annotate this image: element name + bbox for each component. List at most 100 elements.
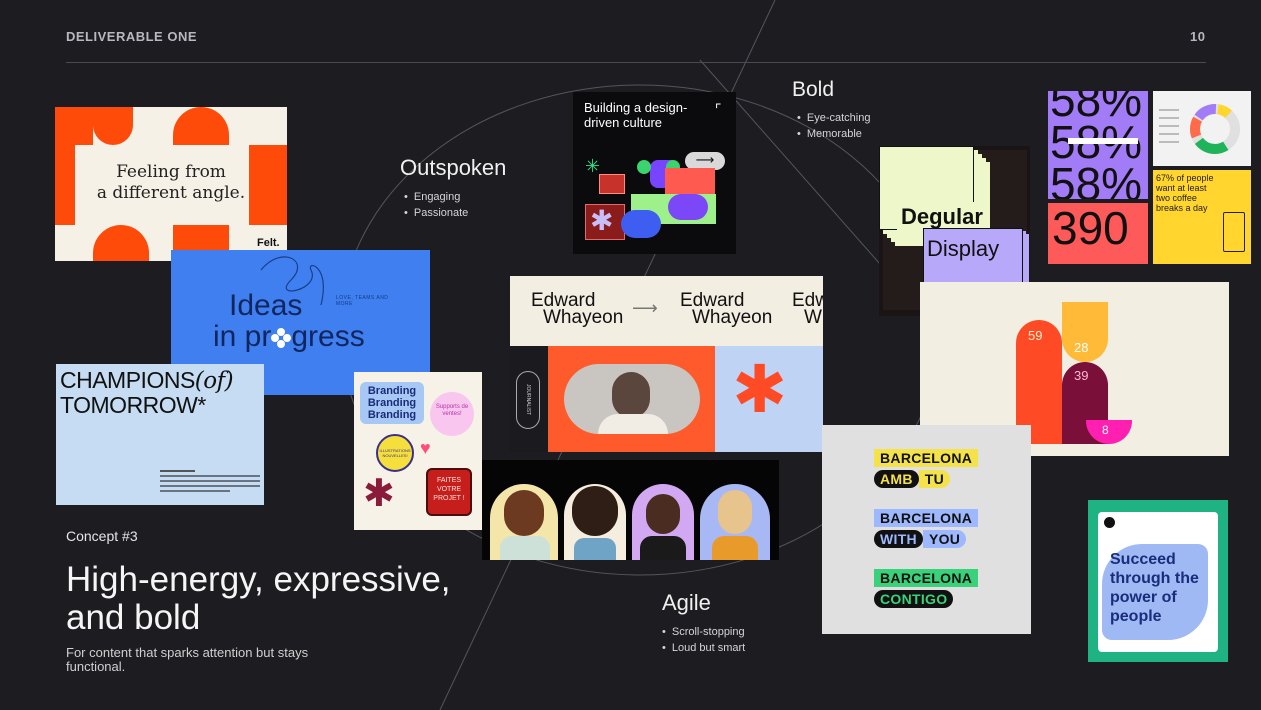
- name-line: W: [804, 307, 822, 328]
- concept-description: For content that sparks attention but st…: [66, 646, 308, 674]
- barcelona-tag: CONTIGO: [874, 590, 954, 608]
- supports-badge: Supports de ventes!: [430, 392, 474, 436]
- bar-label: 28: [1074, 340, 1089, 355]
- keyword-agile: Agile Scroll-stopping Loud but smart: [662, 590, 745, 656]
- barcelona-word: BARCELONA: [874, 449, 979, 467]
- portrait-4: [700, 484, 770, 560]
- keyword-bold: Bold Eye-catching Memorable: [792, 78, 870, 142]
- ideas-small-text: LOVE, TEAMS AND MORE: [336, 295, 389, 307]
- name-line: Edward: [531, 290, 596, 311]
- keyword-title: Outspoken: [400, 155, 507, 180]
- barcelona-tag: YOU: [922, 530, 967, 548]
- coffee-machine-icon: [1223, 212, 1245, 252]
- keyword-item: Scroll-stopping: [662, 624, 745, 640]
- succeed-card: Succeed through the power of people: [1088, 500, 1228, 662]
- journalist-label: JOURNALIST: [516, 371, 540, 429]
- name-block-1: Edward Whayeon: [531, 290, 624, 328]
- barcelona-block-3: BARCELONA CONTIGO: [874, 569, 979, 609]
- succeed-headline: Succeed through the power of people: [1110, 550, 1199, 626]
- stickers-card: Branding Branding Branding Supports de v…: [354, 372, 482, 530]
- branding-line: Branding: [367, 397, 417, 409]
- bar-label: 59: [1028, 328, 1043, 343]
- concept-title-line: and bold: [66, 598, 201, 637]
- logo-icon: [1104, 517, 1115, 528]
- felt-line: a different angle.: [96, 183, 246, 203]
- ideas-line: Ideas: [229, 289, 303, 322]
- branding-sticker: Branding Branding Branding: [360, 382, 424, 424]
- illustrations-badge: ILLUSTRATIONS NOUVELLES!: [376, 434, 414, 472]
- donut-tile: [1153, 91, 1251, 166]
- barcelona-word: BARCELONA: [874, 569, 979, 587]
- succeed-line: people: [1110, 608, 1162, 625]
- keyword-title: Bold: [792, 78, 835, 101]
- keyword-item: Memorable: [797, 126, 870, 142]
- portraits-strip: [482, 460, 779, 560]
- design-culture-title: Building a design- driven culture: [584, 100, 687, 130]
- badge-line: VOTRE: [436, 486, 462, 493]
- big-number: 390: [1052, 203, 1129, 254]
- design-line: Building a design-: [584, 100, 688, 115]
- champions-line: TOMORROW*: [60, 392, 206, 418]
- barcelona-tag: WITH: [874, 530, 923, 548]
- succeed-line: Succeed: [1110, 551, 1176, 568]
- bar-label: 8: [1102, 423, 1109, 437]
- keyword-title: Agile: [662, 590, 711, 615]
- section-title: DELIVERABLE ONE: [66, 29, 198, 44]
- spark-icon: ✳: [585, 156, 601, 176]
- arrow-pill-icon: ⟶: [685, 152, 725, 170]
- keyword-item: Passionate: [404, 205, 506, 221]
- bar-28: [1062, 302, 1108, 362]
- name-block-3: Edw W: [792, 291, 823, 328]
- badge-line: FAITES: [436, 477, 462, 484]
- big-percent: 58%: [1050, 91, 1143, 126]
- keyword-outspoken: Outspoken Engaging Passionate: [400, 155, 506, 221]
- succeed-line: power of: [1110, 589, 1177, 606]
- felt-card: Feeling from a different angle. Felt.: [55, 107, 287, 261]
- barcelona-tag: AMB: [874, 470, 919, 488]
- donut-chart-icon: [1159, 104, 1240, 154]
- champions-line: CHAMPIONS(of): [60, 367, 234, 394]
- felt-headline: Feeling from a different angle.: [55, 162, 287, 204]
- flower-icon: [271, 323, 292, 348]
- badge-line: PROJET !: [433, 495, 465, 502]
- page-number: 10: [1190, 29, 1206, 44]
- coffee-text: 67% of people want at least two coffee b…: [1156, 173, 1214, 213]
- degular-line-2: Display: [927, 236, 1000, 261]
- barcelona-word: BARCELONA: [874, 509, 979, 527]
- portrait-photo: [564, 364, 700, 434]
- big-number-tile: 390: [1048, 203, 1148, 264]
- succeed-line: through the: [1110, 570, 1199, 587]
- branding-line: Branding: [367, 409, 417, 421]
- branding-line: Branding: [367, 385, 417, 397]
- portrait-1: [490, 484, 558, 560]
- barcelona-tag: TU: [918, 470, 951, 488]
- arrow-icon: ⟶: [632, 298, 658, 318]
- felt-logo: Felt.: [257, 237, 280, 249]
- figma-icon: ⌜: [715, 101, 722, 117]
- name-line: Edward: [680, 290, 745, 311]
- champions-card: CHAMPIONS(of) TOMORROW*: [56, 364, 264, 505]
- edward-card: Edward Whayeon ⟶ Edward Whayeon Edw W JO…: [510, 276, 823, 452]
- concept-label: Concept #3: [66, 528, 138, 544]
- faites-badge: FAITES VOTRE PROJET !: [426, 468, 472, 516]
- heart-icon: ♥: [420, 438, 431, 458]
- concept-title: High-energy, expressive, and bold: [66, 561, 451, 637]
- name-line: Whayeon: [543, 307, 624, 328]
- portrait-2: [564, 484, 626, 560]
- bar-59: [1016, 320, 1062, 444]
- asterisk-icon: ✱: [363, 473, 395, 515]
- keyword-item: Engaging: [404, 189, 506, 205]
- design-culture-card: Building a design- driven culture ⌜ ✳ ⟶ …: [573, 92, 736, 254]
- scribble-icon: [260, 256, 324, 306]
- percent-tile: 58% 58% 58%: [1048, 91, 1148, 199]
- header-divider: [66, 62, 1206, 63]
- design-line: driven culture: [584, 115, 663, 130]
- description-line: functional.: [66, 659, 126, 674]
- name-block-2: Edward Whayeon: [680, 290, 772, 327]
- champions-body-text: [160, 470, 260, 492]
- felt-line: Feeling from: [116, 162, 226, 182]
